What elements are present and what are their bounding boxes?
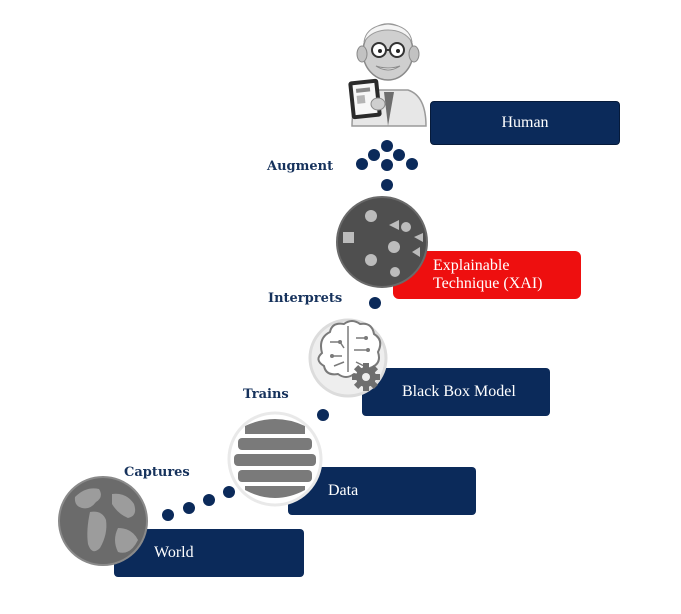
trains-dot: [317, 409, 329, 421]
data-box: Data: [288, 467, 476, 515]
interprets-dot: [369, 297, 381, 309]
human-label: Human: [501, 114, 549, 131]
augment-dot: [381, 159, 393, 171]
shapes-sphere-icon: [336, 196, 428, 288]
world-box: World: [114, 529, 304, 577]
human-box: Human: [430, 101, 620, 145]
augment-dot: [368, 149, 380, 161]
xai-label-line2: Technique (XAI): [433, 275, 543, 292]
xai-label-line1: Explainable: [433, 257, 510, 274]
model-label: Black Box Model: [402, 383, 516, 400]
globe-icon: [58, 476, 148, 566]
model-box: Black Box Model: [362, 368, 550, 416]
augment-dot: [406, 158, 418, 170]
captures-label: Captures: [124, 465, 190, 480]
database-stack-icon: [227, 411, 323, 507]
data-label: Data: [328, 482, 359, 499]
captures-dot: [162, 509, 174, 521]
augment-dot: [381, 140, 393, 152]
captures-dot: [203, 494, 215, 506]
xai-label: Explainable Technique (XAI): [433, 257, 543, 293]
captures-dot: [223, 486, 235, 498]
professor-with-tablet-icon: [348, 23, 427, 127]
world-label: World: [154, 544, 194, 561]
trains-label: Trains: [243, 387, 289, 402]
augment-dot: [356, 158, 368, 170]
augment-dot: [393, 149, 405, 161]
augment-label: Augment: [267, 159, 334, 174]
brain-gear-icon: [308, 318, 388, 398]
augment-dot: [381, 179, 393, 191]
captures-dot: [183, 502, 195, 514]
interprets-label: Interprets: [268, 291, 343, 306]
